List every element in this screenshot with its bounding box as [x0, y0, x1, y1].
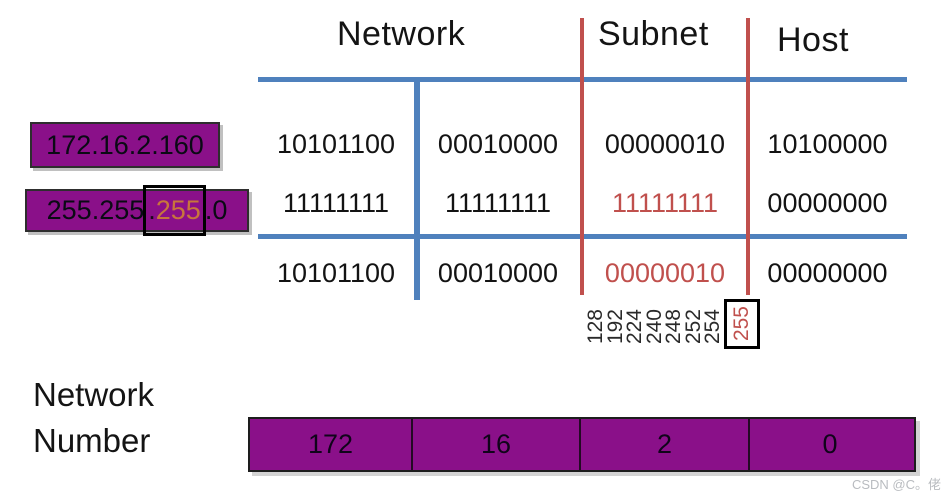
binary-octet: 00000000: [767, 258, 888, 288]
binary-octet: 00010000: [437, 258, 559, 288]
binary-row-mask: 11111111 11111111 11111111 00000000: [258, 188, 907, 218]
network-number-label: Network Number: [33, 372, 154, 464]
network-number-label-line1: Network: [33, 376, 155, 413]
network-number-label-line2: Number: [33, 422, 151, 459]
mask-suffix-text: .0: [204, 195, 228, 225]
mask-prefix-text: 255.255: [46, 195, 145, 225]
column-header-network: Network: [337, 15, 466, 53]
octet1-2-divider: [414, 78, 420, 300]
binary-row-result: 10101100 00010000 00000010 00000000: [258, 258, 907, 288]
column-header-subnet: Subnet: [598, 15, 709, 53]
binary-octet: 00000000: [767, 188, 888, 218]
binary-octet-highlighted: 00000010: [604, 258, 726, 288]
mask-value-highlight-frame: 255: [723, 299, 760, 349]
mask-dot-text: .: [148, 195, 156, 225]
network-number-bar: 172 16 2 0: [248, 417, 916, 472]
network-number-octet: 16: [413, 419, 581, 470]
binary-octet-highlighted: 11111111: [611, 188, 719, 218]
binary-row-ip: 10101100 00010000 00000010 10100000: [258, 129, 907, 159]
watermark: CSDN @C。佬: [851, 477, 941, 492]
column-header-host: Host: [777, 21, 849, 59]
mask-value: 254: [701, 305, 725, 349]
binary-octet: 10101100: [276, 258, 396, 288]
binary-octet: 11111111: [282, 188, 390, 218]
network-number-octet: 0: [822, 429, 838, 459]
ip-address-text: 172.16.2.160: [46, 129, 204, 160]
binary-octet: 10101100: [276, 129, 396, 159]
mask-highlight-text: 255: [155, 195, 201, 225]
network-number-octet: 172: [250, 419, 413, 470]
subnet-right-divider: [746, 18, 750, 295]
mask-value: 224: [623, 305, 646, 349]
binary-octet: 00010000: [437, 129, 559, 159]
subnet-mask-values: 128 192 224 240 248 252 254 255: [584, 299, 760, 349]
ip-address-box: 172.16.2.160: [30, 122, 220, 168]
mask-value: 128: [584, 305, 607, 349]
mask-value-text: 254: [701, 309, 725, 345]
network-number-octet: 2: [581, 419, 750, 470]
mask-value: 248: [662, 305, 685, 349]
subnet-mask-box: 255.255.255.0: [25, 185, 249, 236]
binary-octet: 00000010: [604, 129, 726, 159]
binary-octet: 10100000: [767, 129, 888, 159]
mask-value-highlighted-text: 255: [730, 306, 753, 342]
subnet-left-divider: [580, 18, 584, 295]
binary-octet: 11111111: [444, 188, 552, 218]
mask-highlight-frame: .255: [143, 185, 206, 236]
